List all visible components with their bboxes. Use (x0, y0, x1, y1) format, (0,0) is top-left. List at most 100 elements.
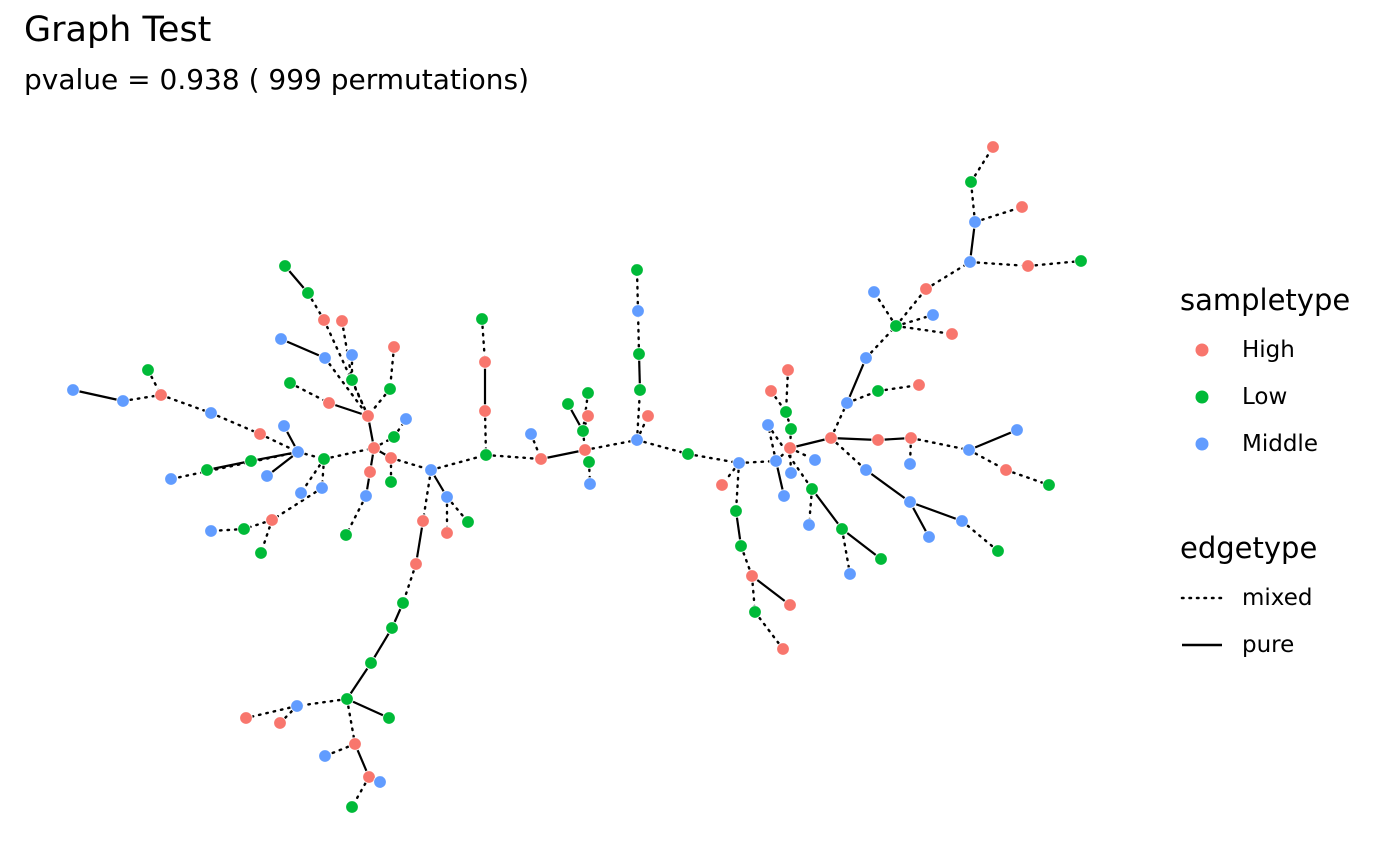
node-low (630, 263, 644, 277)
node-middle (277, 419, 291, 433)
node-high (335, 314, 349, 328)
node-high (273, 716, 287, 730)
edge-mixed (784, 368, 790, 414)
node-middle (1010, 423, 1024, 437)
legend-item-mixed: mixed (1180, 574, 1317, 621)
node-low (384, 475, 398, 489)
node-high (578, 443, 592, 457)
edge-mixed (421, 468, 433, 523)
edge-pure (968, 221, 977, 263)
edge-pure (909, 500, 963, 523)
edge-mixed (401, 562, 418, 605)
edge-pure (789, 436, 832, 450)
edge-mixed (295, 697, 349, 708)
node-low (835, 522, 849, 536)
node-low (283, 376, 297, 390)
node-low (748, 605, 762, 619)
node-high (1015, 200, 1029, 214)
edge-mixed (388, 345, 396, 391)
node-high (919, 282, 933, 296)
edge-mixed (159, 393, 213, 415)
node-high (362, 770, 376, 784)
node-high (781, 363, 795, 377)
plot-subtitle: pvalue = 0.938 ( 999 permutations) (24, 63, 530, 96)
node-low (874, 552, 888, 566)
node-middle (802, 518, 816, 532)
legend-item-high: High (1180, 326, 1350, 373)
edge-mixed (686, 452, 741, 465)
node-middle (962, 443, 976, 457)
edge-mixed (323, 356, 370, 418)
node-middle (903, 457, 917, 471)
node-high (783, 598, 797, 612)
node-middle (204, 524, 218, 538)
node-middle (116, 394, 130, 408)
node-high (745, 569, 759, 583)
edge-pure (968, 428, 1018, 452)
legend-label-pure: pure (1242, 631, 1295, 658)
edge-pure (346, 697, 390, 720)
edge-pure (206, 459, 252, 472)
edge-mixed (894, 287, 928, 328)
node-low (784, 422, 798, 436)
edge-mixed (864, 324, 898, 360)
edge-mixed (973, 205, 1024, 224)
node-low (301, 286, 315, 300)
legend-label-low: Low (1242, 383, 1288, 410)
edge-mixed (209, 527, 246, 533)
node-high (945, 327, 959, 341)
edge-mixed (960, 519, 1000, 553)
node-high (478, 355, 492, 369)
node-middle (440, 490, 454, 504)
edge-pure (328, 401, 369, 418)
node-middle (359, 489, 373, 503)
edge-pure (72, 388, 124, 403)
edge-pure (370, 627, 393, 664)
node-middle (204, 406, 218, 420)
edge-mixed (924, 260, 972, 291)
node-middle (777, 489, 791, 503)
node-middle (903, 495, 917, 509)
nodes (66, 140, 1088, 814)
node-middle (345, 348, 359, 362)
node-middle (840, 396, 854, 410)
edge-pure (346, 662, 372, 700)
node-low (385, 621, 399, 635)
edge-mixed (270, 486, 324, 522)
edge-mixed (480, 317, 487, 364)
legend-label-high: High (1242, 336, 1295, 363)
node-low (340, 692, 354, 706)
node-high (361, 409, 375, 423)
node-middle (318, 351, 332, 365)
node-high (715, 478, 729, 492)
edge-mixed (350, 775, 371, 809)
node-middle (630, 433, 644, 447)
edge-mixed (299, 457, 326, 495)
edge-mixed (636, 309, 641, 356)
node-high (999, 463, 1013, 477)
node-low (561, 397, 575, 411)
node-high (367, 441, 381, 455)
node-middle (318, 749, 332, 763)
node-low (317, 452, 331, 466)
node-high (253, 427, 267, 441)
legend-swatch-middle (1195, 437, 1209, 450)
edge-mixed (968, 260, 1030, 268)
node-low (461, 515, 475, 529)
node-low (278, 259, 292, 273)
edge-mixed (967, 448, 1008, 472)
node-low (345, 800, 359, 814)
node-middle (769, 454, 783, 468)
node-middle (784, 466, 798, 480)
node-high (641, 409, 655, 423)
edge-mixed (872, 290, 898, 328)
edge-pure (830, 436, 879, 442)
node-middle (968, 215, 982, 229)
node-low (396, 596, 410, 610)
node-middle (808, 453, 822, 467)
edge-mixed (340, 319, 354, 382)
edge-mixed (840, 527, 852, 576)
node-high (783, 441, 797, 455)
legend-item-middle: Middle (1180, 420, 1350, 467)
edge-mixed (766, 423, 814, 491)
